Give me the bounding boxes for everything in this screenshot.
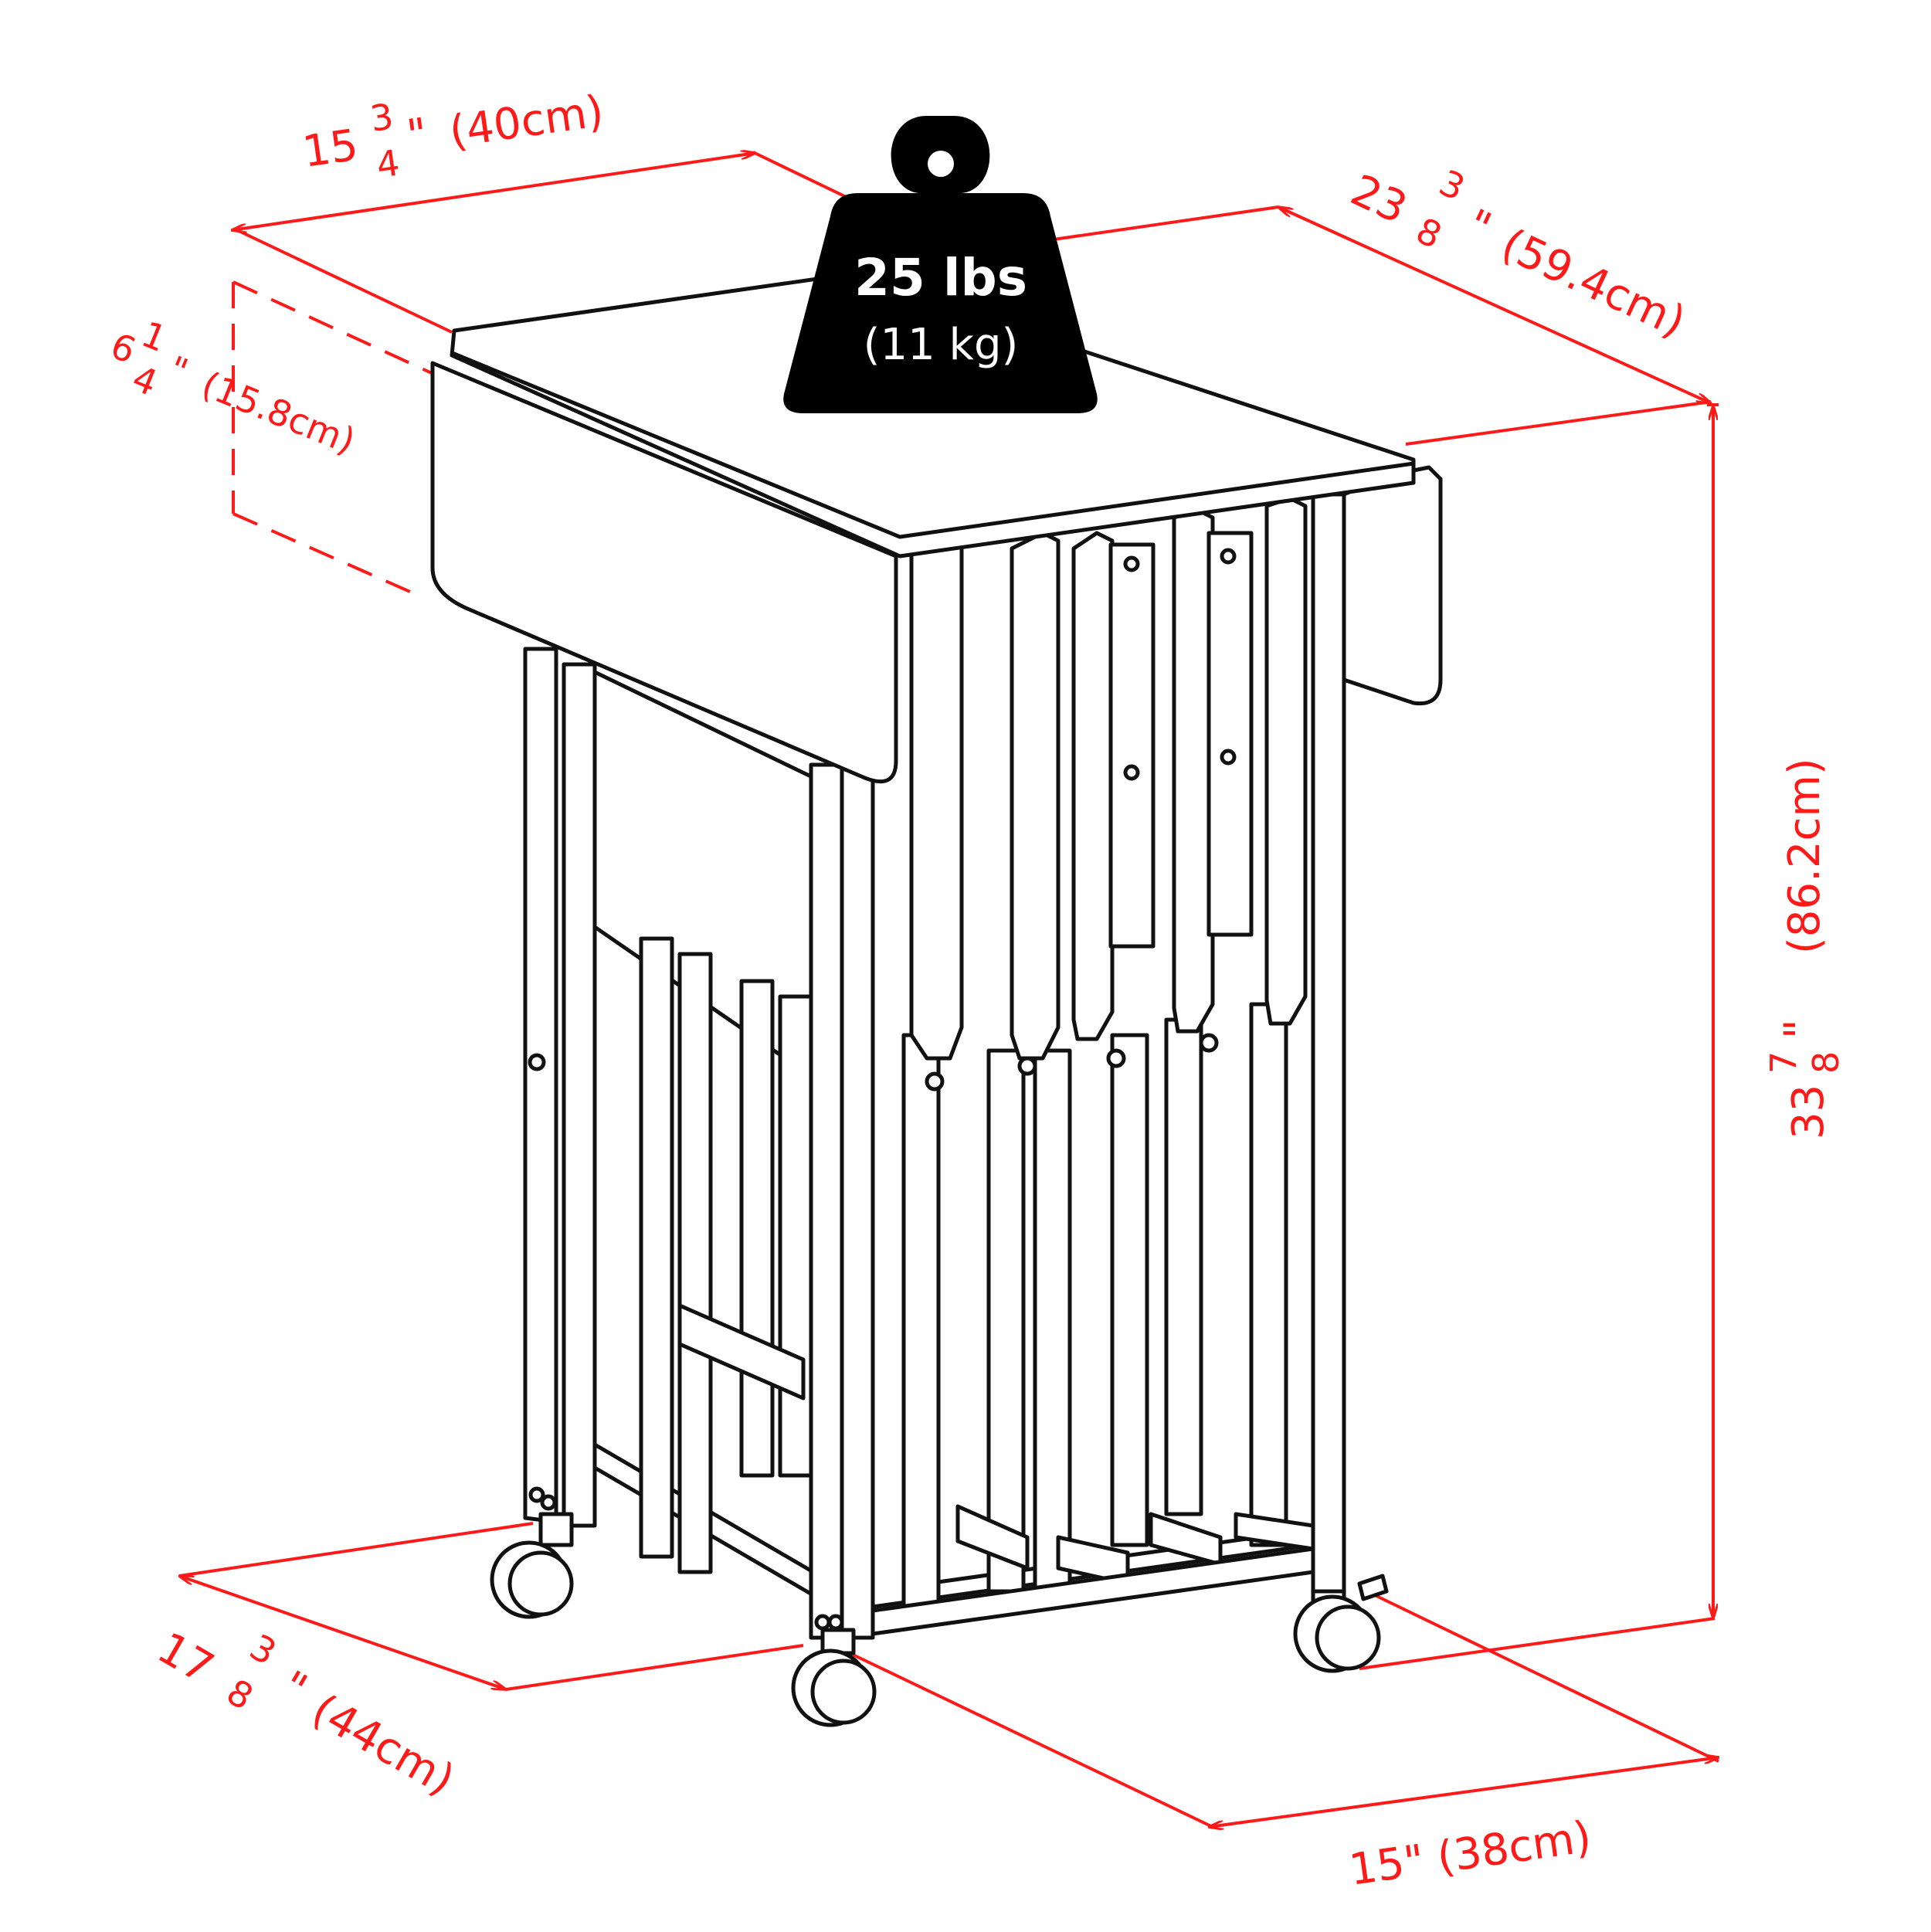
leaf-drop-num: 1 xyxy=(136,313,172,360)
caster-front-left xyxy=(490,1512,574,1619)
top-width-den: 4 xyxy=(374,141,402,186)
weight-sublabel: (11 kg) xyxy=(864,320,1019,370)
leaf-drop-den: 4 xyxy=(127,357,163,404)
height-metric: (86.2cm) xyxy=(1780,758,1830,954)
front-right-leg xyxy=(809,762,844,1640)
top-depth-whole: 23 xyxy=(1343,165,1414,234)
weight-hole xyxy=(928,151,954,177)
rear-left-leg xyxy=(523,647,558,1524)
top-width-metric: (40cm) xyxy=(446,87,606,158)
top-depth-inch: " xyxy=(1459,200,1498,254)
height-num: 7 xyxy=(1763,1051,1804,1074)
label-base-depth: 17 3 8 " (44cm) xyxy=(149,1623,463,1805)
weight-shape xyxy=(783,116,1098,413)
base-depth-den: 8 xyxy=(220,1671,260,1718)
leaf-drop-metric: (15.8cm) xyxy=(196,363,361,462)
left-drop-leaf xyxy=(430,361,898,784)
weight-icon: 25 lbs (11 kg) xyxy=(783,116,1098,413)
front-left-leg xyxy=(562,662,597,1528)
top-width-inch: " xyxy=(404,109,431,161)
caster-front-right xyxy=(791,1628,877,1727)
base-depth-num: 3 xyxy=(243,1626,283,1673)
weight-label: 25 lbs xyxy=(854,248,1027,307)
top-depth-num: 3 xyxy=(1433,161,1471,209)
height-inch: " xyxy=(1776,1019,1826,1039)
rear-right-leg xyxy=(1311,492,1346,1601)
cart-drawing xyxy=(430,272,1443,1727)
height-den: 8 xyxy=(1805,1051,1847,1074)
dimension-lines xyxy=(179,152,1719,1827)
height-whole: 33 xyxy=(1783,1085,1834,1139)
label-height: 33 7 8 " (86.2cm) xyxy=(1763,758,1847,1139)
right-drop-leaf xyxy=(1342,465,1443,706)
top-width-whole: 15 xyxy=(300,121,361,178)
caster-rear-right xyxy=(1293,1574,1389,1673)
top-width-arrow xyxy=(232,153,755,230)
top-depth-metric: (59.4cm) xyxy=(1494,219,1692,348)
top-width-num: 3 xyxy=(368,95,396,140)
label-top-width: 15 3 4 " (40cm) xyxy=(300,87,606,186)
base-depth-metric: (44cm) xyxy=(304,1685,463,1805)
base-depth-whole: 17 xyxy=(149,1623,222,1694)
top-depth-arrow xyxy=(1278,207,1711,403)
top-depth-den: 8 xyxy=(1410,209,1447,256)
leaf-drop-whole: 6 xyxy=(105,324,141,372)
base-width-arrow xyxy=(1209,1757,1719,1827)
leaf-drop-inch: " xyxy=(163,348,194,392)
label-base-width: 15" (38cm) xyxy=(1346,1812,1594,1896)
base-depth-arrow xyxy=(179,1576,506,1689)
bolts xyxy=(528,548,1237,1631)
label-top-depth: 23 3 8 " (59.4cm) xyxy=(1343,161,1692,348)
base-depth-inch: " xyxy=(273,1662,315,1715)
folded-chairs xyxy=(639,496,1315,1609)
